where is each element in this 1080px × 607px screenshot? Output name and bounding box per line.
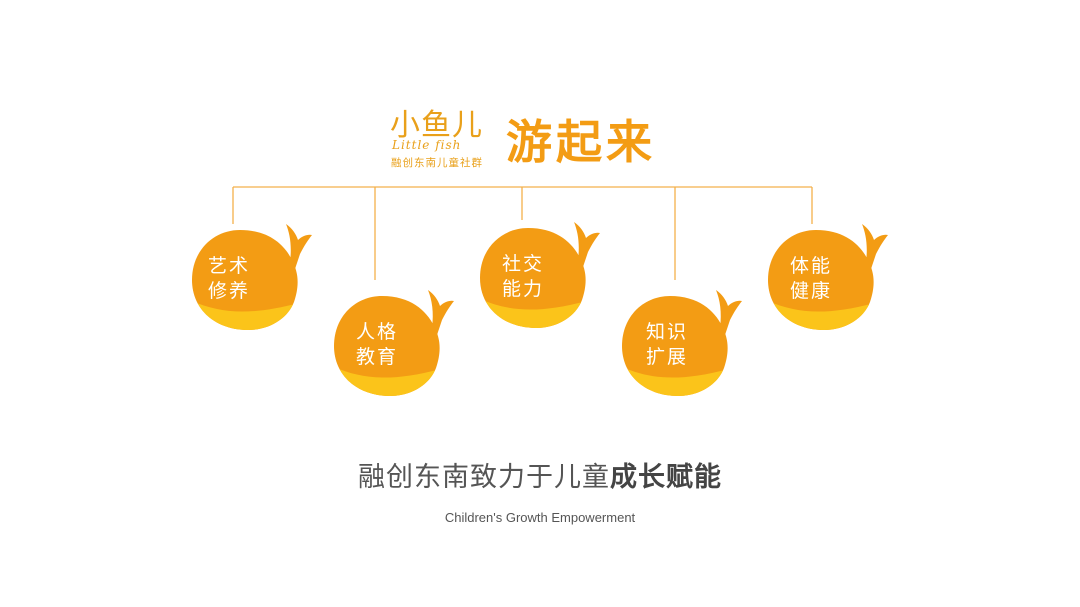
fish-label-1: 艺术 修养 bbox=[208, 254, 250, 304]
headline-normal: 融创东南致力于儿童 bbox=[358, 462, 610, 493]
fish-branch-1: 艺术 修养 bbox=[190, 222, 314, 334]
fish-branch-3: 社交 能力 bbox=[478, 220, 602, 332]
logo-subtitle: 融创东南儿童社群 bbox=[391, 157, 483, 169]
fish-label-3: 社交 能力 bbox=[502, 252, 544, 302]
logo-name-en: Little fish bbox=[392, 138, 462, 152]
headline-bold: 成长赋能 bbox=[610, 462, 722, 493]
fish-label-4: 知识 扩展 bbox=[646, 320, 688, 370]
fish-shape bbox=[334, 290, 454, 396]
slogan-title: 游起来 bbox=[506, 115, 656, 169]
fish-label-line2: 扩展 bbox=[646, 346, 689, 368]
headline: 融创东南致力于儿童成长赋能 bbox=[0, 455, 1080, 494]
brand-logo: 小鱼儿 Little fish 融创东南儿童社群 游起来 bbox=[388, 100, 698, 180]
fish-shape bbox=[622, 290, 742, 396]
fish-shape bbox=[480, 222, 600, 328]
fish-label-line2: 能力 bbox=[502, 278, 545, 300]
logo-name-cn: 小鱼儿 bbox=[390, 108, 483, 143]
fish-shape bbox=[192, 224, 312, 330]
fish-branch-2: 人格 教育 bbox=[332, 288, 456, 400]
fish-branch-5: 体能 健康 bbox=[766, 222, 890, 334]
fish-label-line1: 人格 bbox=[356, 321, 399, 343]
subline-english: Children's Growth Empowerment bbox=[444, 510, 636, 525]
fish-label-line1: 社交 bbox=[502, 253, 545, 275]
fish-label-line2: 修养 bbox=[208, 280, 251, 302]
fish-label-line2: 教育 bbox=[356, 346, 399, 368]
fish-shape bbox=[768, 224, 888, 330]
fish-label-line1: 知识 bbox=[646, 321, 689, 343]
fish-label-line1: 体能 bbox=[790, 255, 833, 277]
fish-label-line2: 健康 bbox=[790, 280, 833, 302]
fish-label-5: 体能 健康 bbox=[790, 254, 832, 304]
fish-branch-4: 知识 扩展 bbox=[620, 288, 744, 400]
fish-label-line1: 艺术 bbox=[208, 255, 251, 277]
fish-label-2: 人格 教育 bbox=[356, 320, 398, 370]
